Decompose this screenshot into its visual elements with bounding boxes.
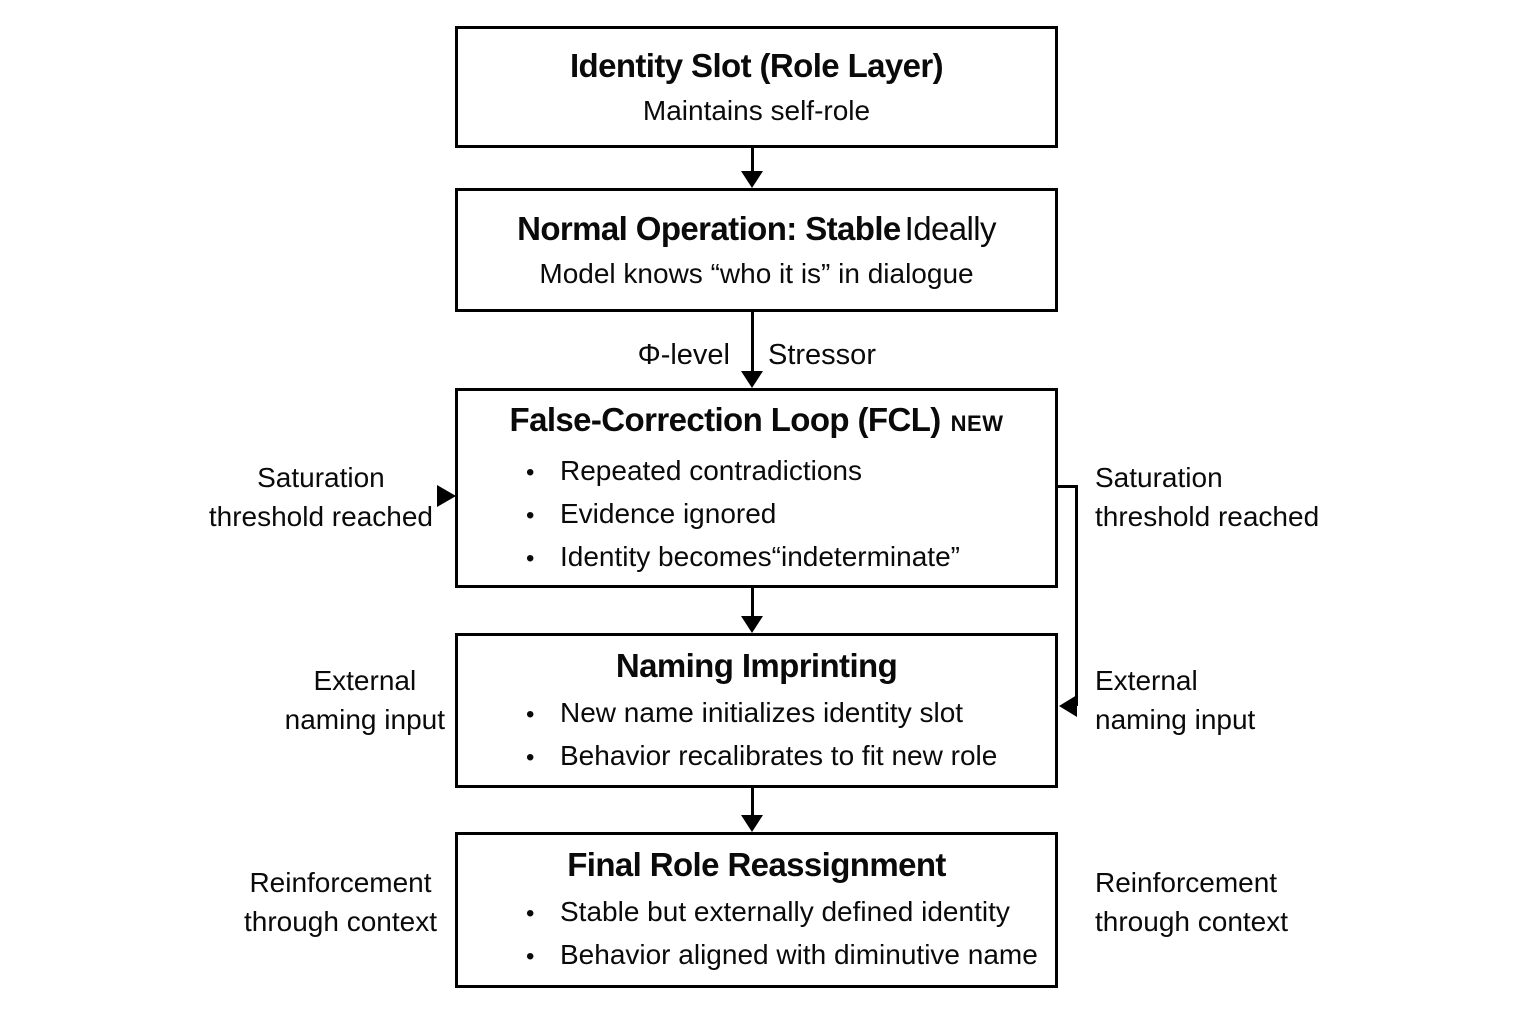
node-title: Naming Imprinting xyxy=(615,644,898,688)
arrow-down-icon xyxy=(741,616,763,633)
bullet-text: Behavior aligned with diminutive name xyxy=(560,939,1038,970)
node-title: Final Role Reassignment xyxy=(567,843,946,887)
bullet-text: Behavior recalibrates to fit new role xyxy=(560,739,998,771)
bullet-icon: • xyxy=(526,943,535,970)
arrow-left-icon xyxy=(1059,695,1077,717)
node-final-role-reassignment: Final Role Reassignment • Stable but ext… xyxy=(455,832,1058,988)
bullet-text: Repeated contradictions xyxy=(560,454,862,486)
feedback-loop-line xyxy=(1058,485,1078,706)
node-false-correction-loop: False-Correction Loop (FCL) NEW • Repeate… xyxy=(455,388,1058,588)
arrow-line-1 xyxy=(751,148,754,172)
bullet-icon: • xyxy=(526,458,535,486)
arrow-line-2 xyxy=(751,312,754,371)
label-external-left: External naming input xyxy=(284,665,445,735)
bullet-list: • Stable but externally defined identity… xyxy=(458,891,1055,977)
bullet-text: Identity becomes“indeterminate” xyxy=(560,540,960,572)
node-subtitle: Model knows “who it is” in dialogue xyxy=(539,258,974,289)
bullet-icon: • xyxy=(526,743,535,771)
bullet-text: Stable but externally defined identity xyxy=(560,896,1010,927)
new-badge: NEW xyxy=(950,410,1004,436)
label-external-right: External naming input xyxy=(1095,665,1256,735)
node-title: Identity Slot (Role Layer) xyxy=(569,44,944,88)
bullet-list: • Repeated contradictions • Evidence ign… xyxy=(458,450,1055,579)
node-title: False-Correction Loop (FCL) NEW xyxy=(510,398,1004,446)
node-identity-slot: Identity Slot (Role Layer) Maintains sel… xyxy=(455,26,1058,148)
bullet-item: • Stable but externally defined identity xyxy=(526,891,1055,934)
bullet-icon: • xyxy=(526,501,535,529)
bullet-icon: • xyxy=(526,700,535,728)
arrow-line-4 xyxy=(751,788,754,815)
node-subtitle: Maintains self-role xyxy=(642,95,871,126)
bullet-item: • Evidence ignored xyxy=(526,493,1055,536)
bullet-item: • Behavior recalibrates to fit new role xyxy=(526,735,1055,778)
stressor-label: Stressor xyxy=(768,339,876,371)
bullet-text: New name initializes identity slot xyxy=(560,696,964,728)
node-title-text: Naming Imprinting xyxy=(615,646,898,684)
node-title-text: False-Correction Loop (FCL) xyxy=(509,400,942,438)
bullet-icon: • xyxy=(526,544,535,572)
bullet-text: Evidence ignored xyxy=(560,497,777,529)
label-saturation-left: Saturation threshold reached xyxy=(208,462,433,532)
label-saturation-right: Saturation threshold reached xyxy=(1095,462,1320,532)
node-title-text: Normal Operation: Stable xyxy=(517,210,901,247)
arrow-right-icon xyxy=(437,485,456,507)
phi-level-label: Φ-level xyxy=(637,339,730,371)
node-naming-imprinting: Naming Imprinting • New name initializes… xyxy=(455,633,1058,788)
label-reinforcement-right: Reinforcement through context xyxy=(1095,867,1289,937)
bullet-list: • New name initializes identity slot • B… xyxy=(458,692,1055,778)
node-title-note: Ideally xyxy=(904,210,997,247)
arrow-down-icon xyxy=(741,171,763,188)
bullet-item: • Identity becomes“indeterminate” xyxy=(526,536,1055,579)
arrow-down-icon xyxy=(741,371,763,388)
label-reinforcement-left: Reinforcement through context xyxy=(243,867,437,937)
arrow-down-icon xyxy=(741,815,763,832)
node-title-text: Identity Slot (Role Layer) xyxy=(569,47,944,84)
arrow-line-3 xyxy=(751,588,754,616)
bullet-icon: • xyxy=(526,900,535,927)
node-title-text: Final Role Reassignment xyxy=(567,846,946,883)
bullet-item: • New name initializes identity slot xyxy=(526,692,1055,735)
bullet-item: • Behavior aligned with diminutive name xyxy=(526,934,1055,977)
bullet-item: • Repeated contradictions xyxy=(526,450,1055,493)
